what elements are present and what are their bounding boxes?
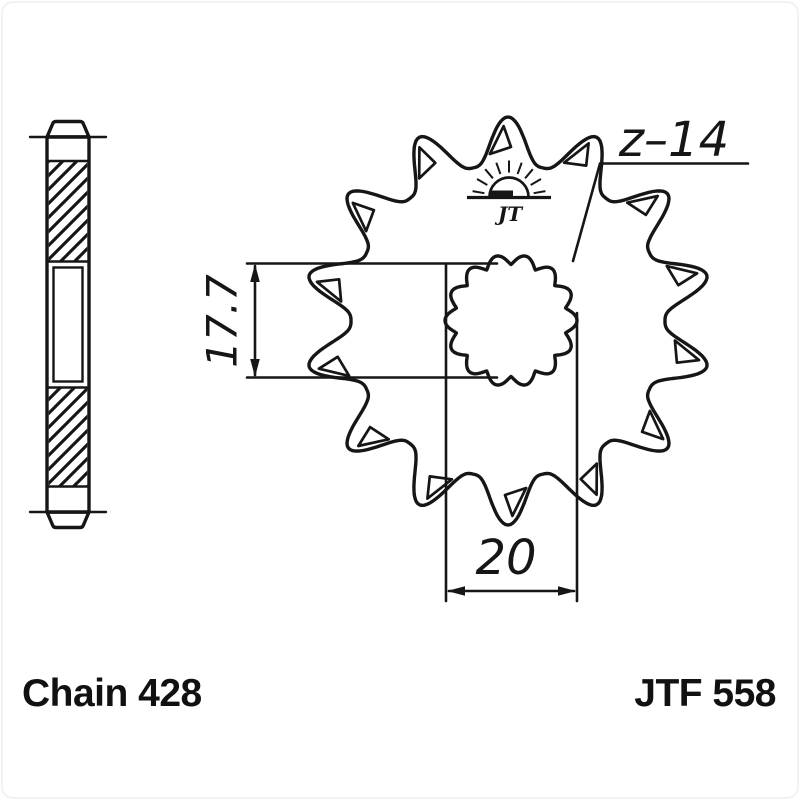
spline-bore-outline [443,254,579,387]
side-section-view [28,119,108,530]
sun-dome-icon [488,176,530,198]
side-view-hatch-lower [48,388,88,486]
sun-rays-icon [472,160,546,195]
sun-dome-shade [490,190,513,197]
tooth-chamfer-mark [426,475,454,500]
arrowhead-right [558,586,576,596]
arrowhead-down [250,359,260,377]
bore-minor-dimension-label: 17.7 [198,274,247,368]
bore-major-dimension-label: 20 [475,530,536,586]
tooth-chamfer-mark [351,201,376,233]
part-number-label: JTF 558 [634,672,776,715]
tooth-chamfer-mark [640,409,665,441]
sun-ray [472,190,485,195]
gear-tooth-chamfer-marks [315,124,701,518]
tooth-chamfer-mark [673,339,701,365]
chain-size-label: Chain 428 [22,672,202,715]
leader-line [571,162,750,263]
side-view-top-tooth [45,119,91,139]
sun-ray [533,190,546,195]
front-view: JT [307,115,709,527]
tooth-chamfer-mark [356,425,391,448]
tooth-chamfer-mark [317,355,351,378]
tooth-chamfer-mark [665,264,699,287]
side-view-bottom-tooth [45,510,91,530]
teeth-count-callout: z–14 [571,112,750,263]
tooth-chamfer-mark [315,277,343,303]
sun-ray [530,178,542,186]
sun-ray [495,162,502,175]
teeth-count-label: z–14 [618,112,729,168]
tooth-chamfer-mark [579,462,599,497]
side-view-hatch-upper [48,161,88,261]
tooth-chamfer-mark [488,124,513,156]
sun-ray [484,168,494,179]
sun-ray [476,178,488,186]
arrowhead-left [447,586,465,596]
tooth-chamfer-mark [503,486,528,518]
sun-ray [524,168,534,179]
tooth-chamfer-mark [417,145,437,180]
jt-sun-logo-icon: JT [467,160,551,226]
dimension-17-7: 17.7 [198,262,499,379]
tooth-chamfer-mark [625,194,660,217]
side-view-bore-rect [52,266,84,383]
sun-ray [516,162,523,175]
tooth-chamfer-mark [562,142,590,167]
logo-text: JT [494,202,524,226]
dimension-20: 20 [444,262,579,603]
arrowhead-up [250,264,260,282]
